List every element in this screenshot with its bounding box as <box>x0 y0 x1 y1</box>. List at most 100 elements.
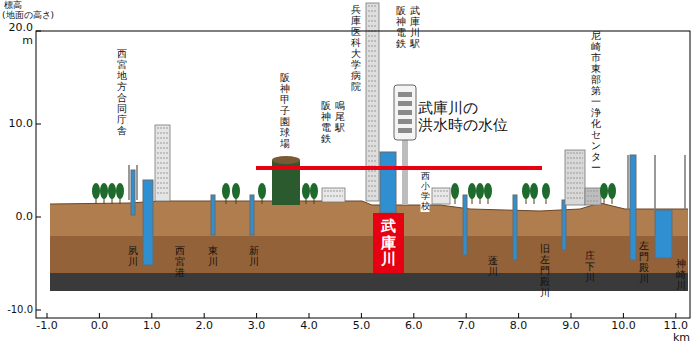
river-label: 東川 <box>208 245 218 267</box>
tree <box>222 183 230 199</box>
building-windows <box>368 191 377 192</box>
building-windows <box>157 183 168 184</box>
y-tick <box>36 310 41 311</box>
building <box>565 150 585 205</box>
building-windows <box>368 81 377 82</box>
levee-wall <box>136 165 138 200</box>
x-tick <box>675 313 676 318</box>
building-windows <box>368 126 377 127</box>
tree <box>232 183 240 199</box>
building-windows <box>368 61 377 62</box>
train-window <box>398 101 412 106</box>
building-windows <box>368 76 377 77</box>
building-windows <box>567 163 583 164</box>
tree <box>542 183 550 199</box>
building-label: 西宮地方合同庁舎 <box>117 48 127 136</box>
river-water <box>562 200 566 250</box>
tree <box>608 183 616 199</box>
building-windows <box>567 158 583 159</box>
building-windows <box>567 173 583 174</box>
axis-tick-label: 10.0 <box>611 320 636 333</box>
axis-tick-label: 3.0 <box>248 320 266 333</box>
building-windows <box>368 66 377 67</box>
building-windows <box>157 188 168 189</box>
building-windows <box>368 151 377 152</box>
axis-tick-label: m <box>22 35 33 48</box>
x-tick <box>518 313 519 318</box>
building-windows <box>368 161 377 162</box>
tree <box>476 183 484 199</box>
building-windows <box>368 171 377 172</box>
building-windows <box>157 173 168 174</box>
axis-tick-label: 5.0 <box>353 320 371 333</box>
building-label: 尼崎市東部第一浄化センター <box>591 30 601 173</box>
river-water <box>143 180 153 265</box>
river-water <box>211 195 215 235</box>
building-windows <box>157 158 168 159</box>
x-tick <box>99 313 100 318</box>
tree <box>468 183 476 199</box>
x-tick <box>47 313 48 318</box>
x-tick <box>256 313 257 318</box>
building-windows <box>368 71 377 72</box>
building-windows <box>368 41 377 42</box>
tree <box>92 183 100 199</box>
building-windows <box>567 168 583 169</box>
water-level-callout: 武庫川の 洪水時の水位 <box>418 100 508 135</box>
axis-tick-label: 7.0 <box>457 320 475 333</box>
x-tick <box>361 313 362 318</box>
tree <box>484 183 492 199</box>
x-tick <box>151 313 152 318</box>
building-windows <box>368 136 377 137</box>
building <box>155 125 170 201</box>
building-windows <box>157 133 168 134</box>
river-name-box: 武庫川 <box>373 213 404 273</box>
tree <box>116 183 124 199</box>
train-window <box>398 110 412 115</box>
tree <box>302 183 310 199</box>
building-windows <box>368 131 377 132</box>
y-tick <box>36 31 41 32</box>
trees <box>92 183 616 204</box>
building-windows <box>368 156 377 157</box>
buildings <box>155 3 601 205</box>
building-windows <box>368 91 377 92</box>
tree <box>108 183 116 199</box>
axis-tick-label: -10.0 <box>7 304 33 316</box>
building-windows <box>157 148 168 149</box>
building-windows <box>368 181 377 182</box>
building-windows <box>434 191 448 192</box>
axis-tick-label: 0.0 <box>91 320 109 333</box>
building-windows <box>157 178 168 179</box>
tree <box>530 183 538 199</box>
building-windows <box>368 36 377 37</box>
building-windows <box>368 26 377 27</box>
building-windows <box>368 121 377 122</box>
stadium-roof <box>272 156 300 164</box>
axis-tick-label: 9.0 <box>562 320 580 333</box>
building <box>432 188 450 204</box>
building-windows <box>157 163 168 164</box>
building-windows <box>587 191 599 192</box>
river-water <box>380 152 396 213</box>
building-windows <box>368 176 377 177</box>
x-tick <box>571 313 572 318</box>
tree <box>600 183 608 199</box>
building-windows <box>157 168 168 169</box>
river-label: 夙川 <box>128 245 138 267</box>
building-windows <box>368 6 377 7</box>
building-windows <box>368 106 377 107</box>
river-water <box>513 195 517 260</box>
building-windows <box>157 143 168 144</box>
tree <box>310 183 318 199</box>
river-label: 庄下川 <box>585 250 595 283</box>
building-windows <box>368 186 377 187</box>
building-windows <box>567 183 583 184</box>
building-windows <box>368 11 377 12</box>
axis-tick-label: 11.0 <box>664 320 689 333</box>
building-windows <box>368 21 377 22</box>
train <box>394 85 416 140</box>
river-label: 神崎川 <box>676 258 686 291</box>
building <box>585 188 601 205</box>
levee-wall <box>128 165 130 200</box>
